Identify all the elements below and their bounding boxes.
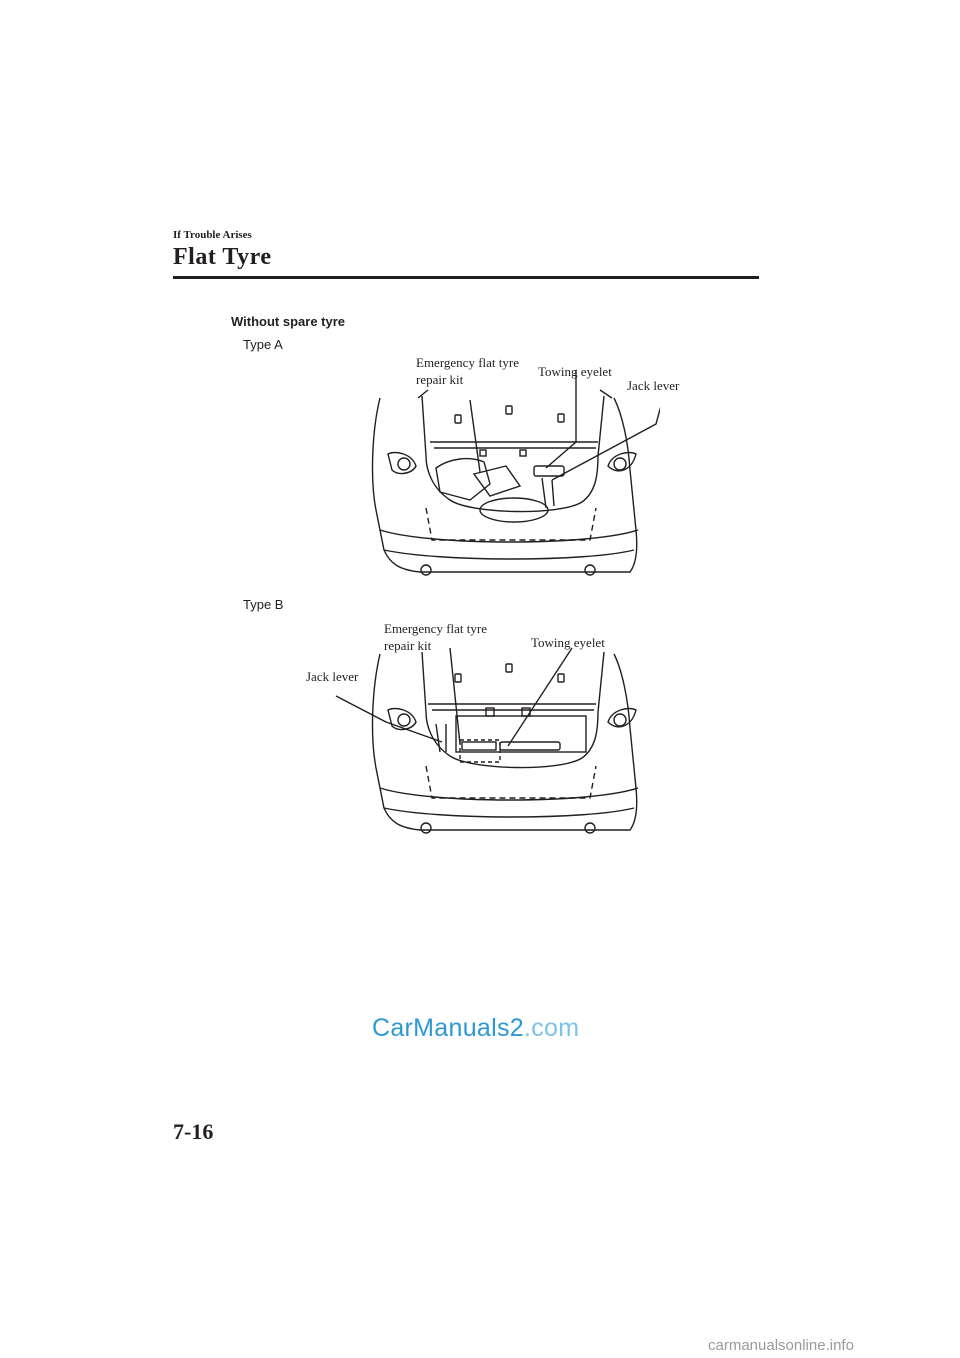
header-rule	[173, 276, 759, 279]
chapter-title: Flat Tyre	[173, 244, 272, 270]
type-a-kit-line1: Emergency flat tyre	[416, 355, 519, 370]
type-b-illustration	[335, 647, 639, 834]
type-b-label: Type B	[243, 597, 284, 612]
type-b-kit-line1: Emergency flat tyre	[384, 621, 487, 636]
watermark-domain: .com	[523, 1014, 580, 1042]
type-a-kit-line2: repair kit	[416, 372, 464, 387]
type-a-illustration	[371, 370, 660, 576]
type-a-label: Type A	[243, 337, 283, 352]
footer-site: carmanualsonline.info	[708, 1337, 854, 1354]
watermark-brand: CarManuals2	[372, 1014, 524, 1042]
page-number: 7-16	[173, 1119, 214, 1144]
type-b-callout-jack: Jack lever	[306, 669, 359, 684]
type-a-callout-towing: Towing eyelet	[538, 364, 612, 379]
subsection-heading: Without spare tyre	[231, 314, 346, 329]
watermark-logo: CarManuals2.com	[372, 1014, 579, 1043]
type-b-callout-towing: Towing eyelet	[531, 635, 605, 650]
type-a-callout-kit: Emergency flat tyre repair kit	[416, 354, 519, 388]
section-label: If Trouble Arises	[173, 229, 252, 241]
type-a-callout-jack: Jack lever	[627, 378, 680, 393]
type-b-kit-line2: repair kit	[384, 638, 432, 653]
type-b-callout-kit: Emergency flat tyre repair kit	[384, 620, 487, 654]
